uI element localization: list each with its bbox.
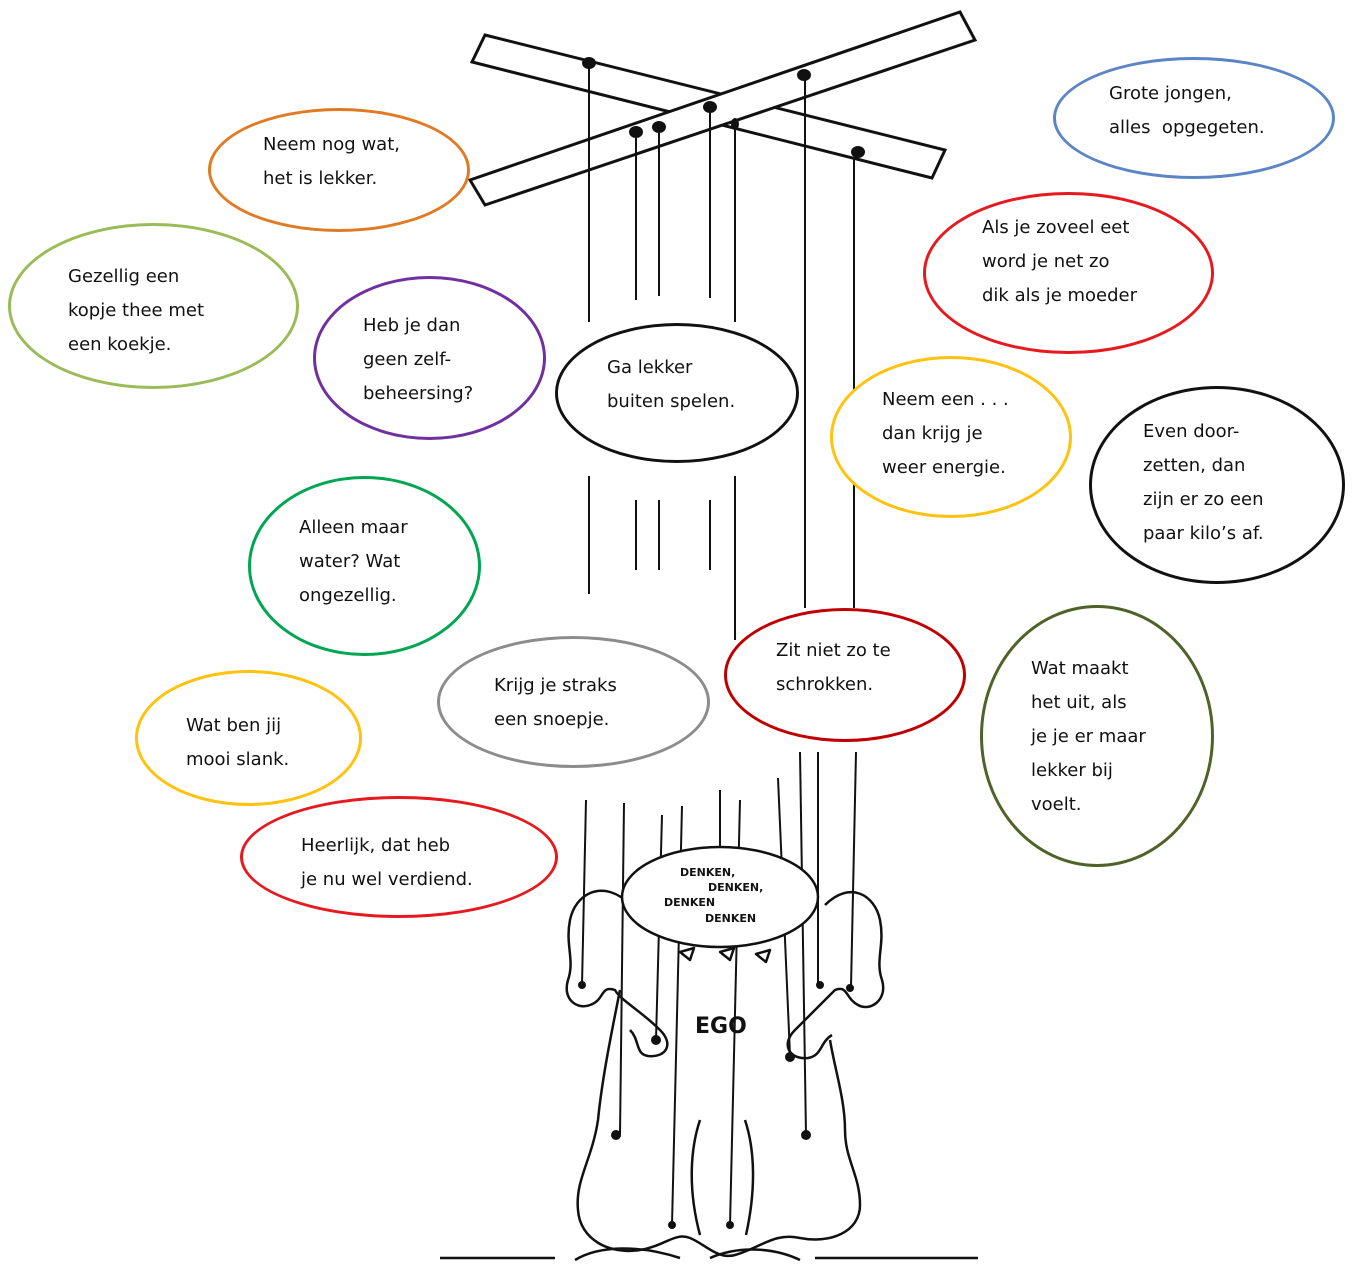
bubble-buiten-spelen-text: Ga lekker buiten spelen. (607, 357, 736, 412)
bubble-doorzetten-text: Even door- zetten, dan zijn er zo een pa… (1143, 421, 1264, 544)
bubble-wat-maakt-het-uit: Wat maakt het uit, als je je er maar lek… (980, 605, 1214, 867)
strings-middle (588, 476, 736, 640)
bubble-wat-maakt-het-uit-text: Wat maakt het uit, als je je er maar lek… (1031, 658, 1146, 815)
head-text-3: DENKEN (664, 896, 715, 909)
bubble-slank-text: Wat ben jij mooi slank. (186, 715, 290, 770)
bubble-snoepje-text: Krijg je straks een snoepje. (494, 675, 617, 730)
head-text-4: DENKEN (705, 912, 756, 925)
bubble-verdiend-text: Heerlijk, dat heb je nu wel verdiend. (301, 835, 473, 890)
bubble-alleen-water-text: Alleen maar water? Wat ongezellig. (299, 517, 408, 606)
bubble-zoveel-eet: Als je zoveel eet word je net zo dik als… (923, 192, 1214, 354)
head-text-2: DENKEN, (708, 881, 763, 894)
strings-upper (588, 68, 855, 608)
bubble-energie: Neem een . . . dan krijg je weer energie… (830, 356, 1072, 518)
strings-lower (578, 751, 857, 1229)
bubble-neem-nog-wat: Neem nog wat, het is lekker. (208, 108, 470, 232)
bubble-grote-jongen-text: Grote jongen, alles opgegeten. (1109, 83, 1265, 138)
bubble-gezellig-thee: Gezellig een kopje thee met een koekje. (8, 223, 299, 389)
bubble-slank: Wat ben jij mooi slank. (135, 670, 362, 806)
bubble-alleen-water: Alleen maar water? Wat ongezellig. (248, 476, 481, 656)
bubble-neem-nog-wat-text: Neem nog wat, het is lekker. (263, 134, 400, 189)
bubble-grote-jongen: Grote jongen, alles opgegeten. (1053, 57, 1335, 179)
bubble-doorzetten: Even door- zetten, dan zijn er zo een pa… (1089, 386, 1345, 584)
bubble-snoepje: Krijg je straks een snoepje. (437, 636, 710, 768)
ego-label: EGO (695, 1014, 747, 1039)
puppet-figure (565, 889, 885, 1262)
bubble-gezellig-thee-text: Gezellig een kopje thee met een koekje. (68, 266, 205, 355)
bubble-schrokken-text: Zit niet zo te schrokken. (776, 640, 891, 695)
head-text-1: DENKEN, (680, 866, 735, 879)
bubble-energie-text: Neem een . . . dan krijg je weer energie… (882, 389, 1009, 478)
bubble-zelfbeheersing: Heb je dan geen zelf- beheersing? (313, 276, 546, 440)
bubble-buiten-spelen: Ga lekker buiten spelen. (555, 323, 799, 463)
control-bar-2 (467, 10, 978, 207)
puppet-head (620, 845, 820, 949)
bubble-zoveel-eet-text: Als je zoveel eet word je net zo dik als… (982, 217, 1138, 306)
bar-pegs (582, 57, 865, 158)
bubble-schrokken: Zit niet zo te schrokken. (724, 608, 966, 742)
bubble-verdiend: Heerlijk, dat heb je nu wel verdiend. (240, 796, 558, 918)
bubble-zelfbeheersing-text: Heb je dan geen zelf- beheersing? (363, 315, 474, 404)
